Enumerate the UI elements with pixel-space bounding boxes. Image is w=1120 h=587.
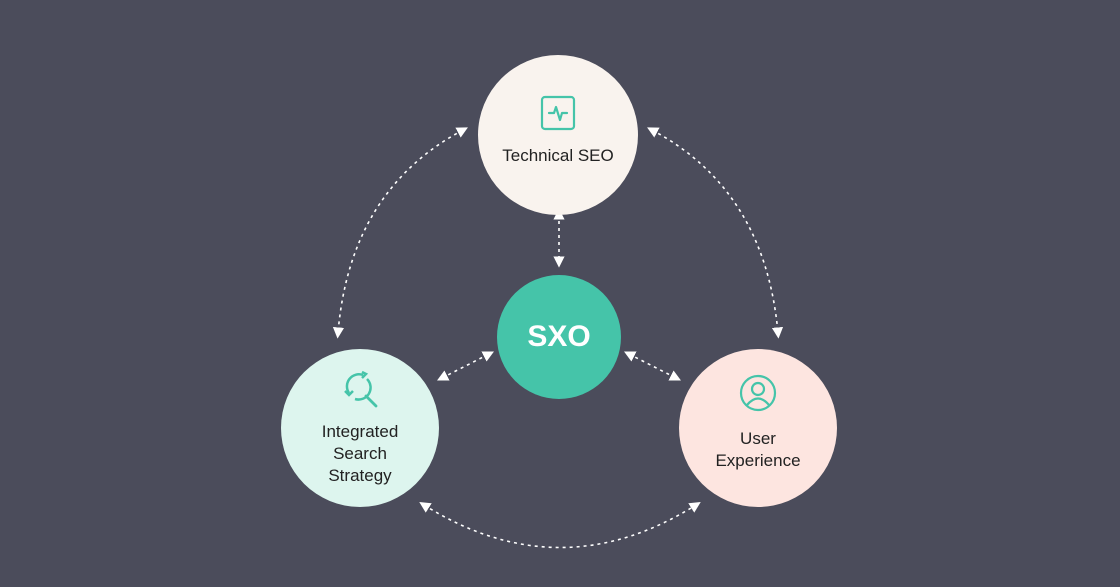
user-experience-node: User Experience — [679, 349, 837, 507]
ux-label-line1: User — [740, 429, 776, 448]
sxo-center-node: SXO — [497, 275, 621, 399]
arrow-integrated-ux — [419, 502, 701, 549]
arrow-tech-integrated — [332, 127, 468, 339]
arrow-integrated-sxo — [437, 351, 494, 381]
arrow-ux-sxo — [624, 351, 681, 381]
technical-seo-label: Technical SEO — [502, 146, 614, 165]
activity-pulse-icon — [540, 95, 576, 137]
integrated-label-line2: Search — [333, 444, 387, 463]
user-circle-icon — [739, 374, 777, 418]
sxo-label: SXO — [527, 320, 591, 353]
integrated-label-line3: Strategy — [328, 466, 392, 485]
technical-seo-node: Technical SEO — [478, 55, 638, 215]
integrated-search-strategy-node: Integrated Search Strategy — [281, 349, 439, 507]
arrow-tech-ux — [647, 127, 784, 339]
ux-label-line2: Experience — [715, 451, 801, 470]
refresh-search-icon — [339, 369, 381, 415]
integrated-label-line1: Integrated — [321, 422, 399, 441]
